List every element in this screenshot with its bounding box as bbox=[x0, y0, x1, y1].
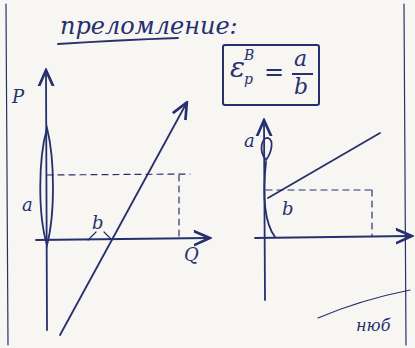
axis-label: b bbox=[282, 200, 294, 218]
formula-part: a bbox=[294, 48, 307, 70]
axis-label: a bbox=[22, 196, 33, 214]
formula-part: = bbox=[264, 60, 284, 84]
axis-label: Q bbox=[184, 246, 199, 264]
formula-part: b bbox=[294, 76, 308, 98]
axis-label: P bbox=[12, 88, 24, 106]
fraction-bar bbox=[292, 73, 313, 75]
axis-label: нюб bbox=[356, 318, 390, 334]
formula-part: B bbox=[244, 48, 254, 62]
formula-part: p bbox=[244, 72, 253, 86]
title-text: преломление: bbox=[60, 14, 238, 38]
formula-box: εBp = ab bbox=[222, 44, 320, 106]
axis-label: a bbox=[244, 132, 255, 150]
axis bbox=[46, 72, 47, 330]
formula-part: ε bbox=[230, 54, 245, 82]
axis-label: b bbox=[92, 214, 104, 232]
